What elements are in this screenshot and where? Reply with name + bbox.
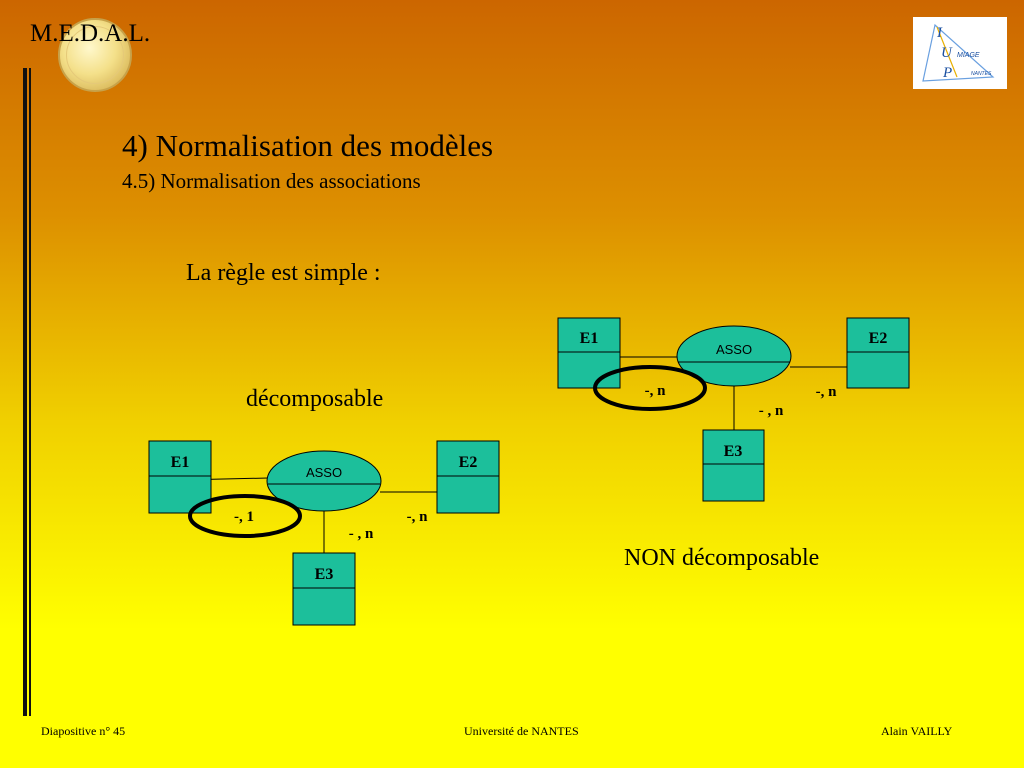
logo-letter-i: I: [936, 25, 943, 41]
left-er-diagram: E1 E2 E3 ASSO -, 1 -, n - , n: [148, 440, 500, 626]
right-card-e3: - , n: [759, 403, 784, 419]
left-card-e1: -, 1: [234, 509, 254, 525]
left-card-e2: -, n: [407, 509, 428, 525]
left-card-e3: - , n: [349, 526, 374, 542]
right-er-diagram: E1 E2 E3 ASSO -, n -, n - , n: [557, 317, 910, 502]
right-card-e2: -, n: [816, 384, 837, 400]
medal-coin-rim: [66, 26, 124, 84]
left-rule-thick: [23, 68, 27, 716]
footer-university: Université de NANTES: [464, 724, 579, 738]
logo-word-miage: MIAGE: [957, 52, 980, 59]
right-entity-e2: E2: [846, 317, 910, 389]
right-entity-e1: E1: [557, 317, 621, 389]
logo-graphic: I U P MIAGE NANTES: [922, 23, 995, 82]
slide-title: 4) Normalisation des modèles: [122, 128, 494, 163]
left-highlight-ring: [188, 494, 302, 538]
footer-author: Alain VAILLY: [881, 724, 953, 738]
rule-statement: La règle est simple :: [186, 260, 381, 286]
right-highlight-ring: [593, 365, 707, 411]
left-rule-thin: [29, 68, 31, 716]
logo-letter-p: P: [942, 65, 952, 81]
left-association: ASSO: [266, 450, 382, 512]
logo-letter-u: U: [941, 45, 953, 61]
left-entity-e2-label: E2: [459, 454, 478, 471]
right-diagram-caption: NON décomposable: [624, 545, 820, 571]
left-association-label: ASSO: [306, 465, 342, 480]
left-entity-e1-label: E1: [171, 454, 190, 471]
left-entity-e3-label: E3: [315, 566, 334, 583]
footer-slide-number: Diapositive n° 45: [41, 724, 126, 738]
left-entity-e2: E2: [436, 440, 500, 514]
right-entity-e3: E3: [702, 429, 765, 502]
iup-miage-logo: I U P MIAGE NANTES: [913, 17, 1007, 89]
slide-subtitle: 4.5) Normalisation des associations: [122, 169, 421, 193]
left-entity-e1: E1: [148, 440, 212, 514]
brand-title: M.E.D.A.L.: [30, 20, 151, 47]
right-entity-e3-label: E3: [724, 443, 743, 460]
logo-word-nantes: NANTES: [971, 71, 992, 77]
right-association-label: ASSO: [716, 342, 752, 357]
left-entity-e3: E3: [292, 552, 356, 626]
right-entity-e2-label: E2: [869, 330, 888, 347]
left-diagram-caption: décomposable: [246, 386, 384, 412]
right-card-e1: -, n: [645, 383, 666, 399]
right-association: ASSO: [676, 325, 792, 387]
right-entity-e1-label: E1: [580, 330, 599, 347]
